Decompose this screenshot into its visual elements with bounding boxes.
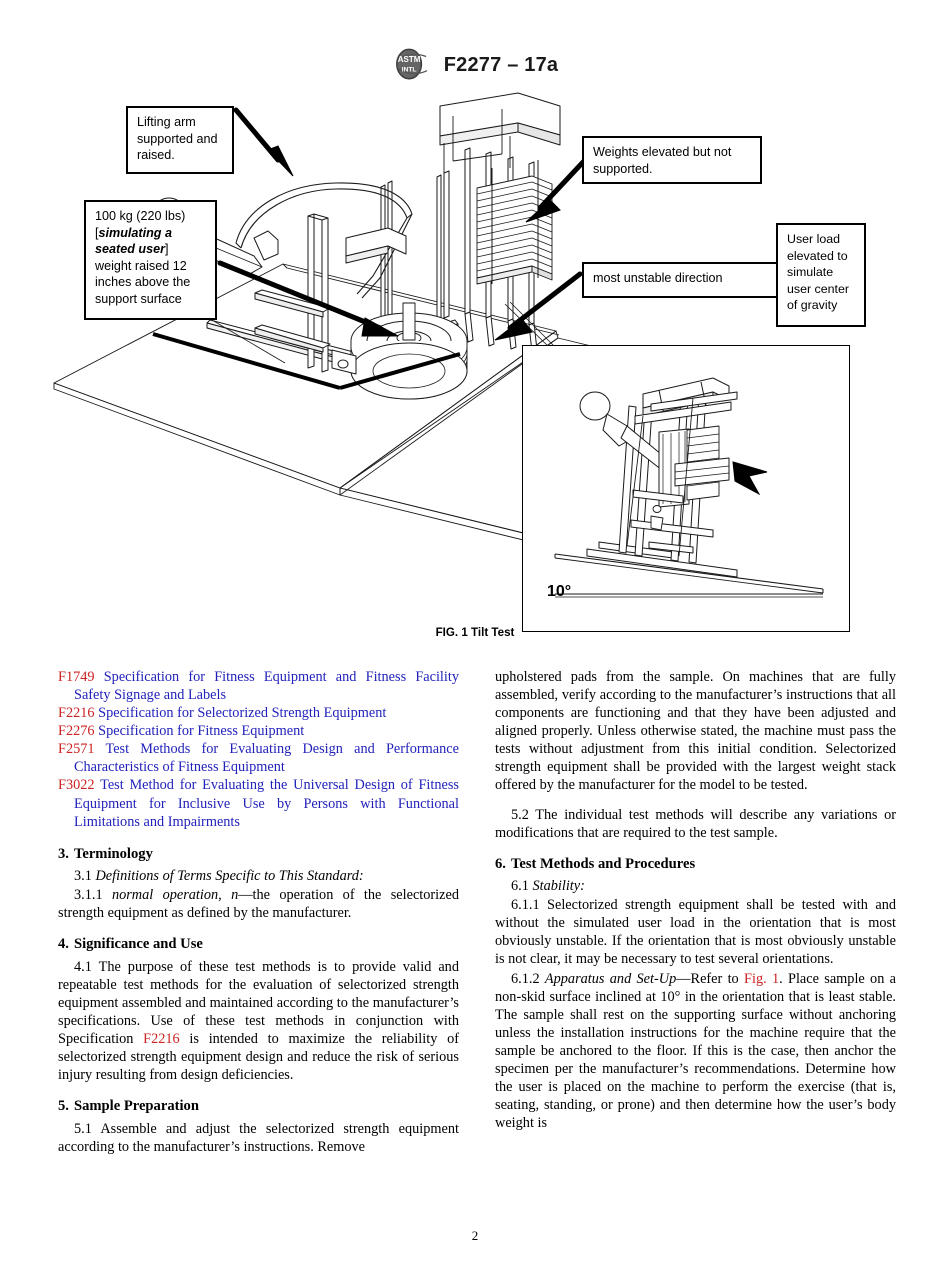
paragraph-number: 5.2 bbox=[511, 806, 529, 823]
reference-title[interactable]: Test Method for Evaluating the Universal… bbox=[74, 777, 459, 830]
svg-text:INTL: INTL bbox=[402, 67, 417, 74]
reference-id[interactable]: F3022 bbox=[58, 777, 95, 794]
reference-item[interactable]: F2571 Test Methods for Evaluating Design… bbox=[58, 740, 459, 776]
svg-text:ASTM: ASTM bbox=[397, 55, 420, 64]
paragraph-text: The individual test methods will describ… bbox=[495, 806, 896, 841]
inline-figure-link[interactable]: Fig. 1 bbox=[744, 970, 780, 987]
page-number: 2 bbox=[471, 1228, 479, 1243]
figure-tilt-test: 10° Lifting arm supported and raised. 10… bbox=[40, 88, 910, 648]
paragraph-text: Selectorized strength equipment shall be… bbox=[495, 897, 896, 968]
figure-caption: FIG. 1 Tilt Test bbox=[435, 626, 515, 639]
callout-weights-elevated: Weights elevated but not supported. bbox=[582, 136, 762, 184]
reference-item[interactable]: F1749 Specification for Fitness Equipmen… bbox=[58, 668, 459, 704]
paragraph-text: —the operation of the selectorized stren… bbox=[58, 887, 459, 922]
body-columns: F1749 Specification for Fitness Equipmen… bbox=[58, 668, 896, 1156]
paragraph-text-part1: The purpose of these test methods is to … bbox=[58, 958, 459, 1048]
callout-weight-load-emphasis: simulating a seated user bbox=[95, 225, 172, 257]
right-column: upholstered pads from the sample. On mac… bbox=[495, 668, 896, 1156]
paragraph-italic: Definitions of Terms Specific to This St… bbox=[95, 868, 364, 885]
paragraph-text-part2: . Place sample on a non-skid surface inc… bbox=[495, 970, 897, 1132]
paragraph-3-1-1: 3.1.1 normal operation, n—the operation … bbox=[58, 886, 459, 922]
astm-logo: ASTM INTL bbox=[395, 48, 428, 80]
reference-item[interactable]: F3022 Test Method for Evaluating the Uni… bbox=[58, 776, 459, 830]
paragraph-italic: Stability: bbox=[532, 878, 585, 895]
reference-title[interactable]: Specification for Selectorized Strength … bbox=[98, 705, 387, 722]
paragraph-number: 6.1.2 bbox=[511, 970, 540, 987]
inline-reference-link[interactable]: F2216 bbox=[143, 1031, 180, 1048]
section-title: Sample Preparation bbox=[73, 1098, 199, 1115]
section-number: 5. bbox=[58, 1098, 69, 1115]
paragraph-5-1: 5.1 Assemble and adjust the selectorized… bbox=[58, 1120, 459, 1156]
paragraph-3-1: 3.1 Definitions of Terms Specific to Thi… bbox=[58, 867, 459, 885]
paragraph-text: Assemble and adjust the selectorized str… bbox=[58, 1120, 459, 1155]
paragraph-6-1: 6.1 Stability: bbox=[495, 877, 896, 895]
callout-weight-load: 100 kg (220 lbs) [simulating a seated us… bbox=[84, 200, 217, 320]
paragraph-5-2: 5.2 The individual test methods will des… bbox=[495, 806, 896, 842]
callout-bracket-close: ] bbox=[165, 242, 169, 257]
section-heading-sample-preparation: 5.Sample Preparation bbox=[58, 1097, 459, 1115]
section-heading-test-methods: 6.Test Methods and Procedures bbox=[495, 855, 896, 873]
figure-illustration bbox=[40, 88, 910, 648]
page-header: ASTM INTL F2277 – 17a bbox=[0, 48, 950, 82]
reference-id[interactable]: F2276 bbox=[58, 723, 95, 740]
paragraph-4-1: 4.1 The purpose of these test methods is… bbox=[58, 958, 459, 1085]
paragraph-6-1-1: 6.1.1 Selectorized strength equipment sh… bbox=[495, 896, 896, 968]
callout-bracket-open: [ bbox=[95, 225, 99, 240]
paragraph-text-part2: is intended to maximize the reliability … bbox=[58, 1031, 459, 1084]
paragraph-6-1-2: 6.1.2 Apparatus and Set-Up—Refer to Fig.… bbox=[495, 970, 896, 1133]
inset-angle-label: 10° bbox=[547, 583, 572, 600]
reference-title[interactable]: Test Methods for Evaluating Design and P… bbox=[74, 741, 459, 776]
left-column: F1749 Specification for Fitness Equipmen… bbox=[58, 668, 459, 1156]
reference-id[interactable]: F2571 bbox=[58, 741, 95, 758]
paragraph-number: 5.1 bbox=[74, 1120, 92, 1137]
reference-title[interactable]: Specification for Fitness Equipment and … bbox=[74, 669, 460, 704]
reference-id[interactable]: F1749 bbox=[58, 669, 95, 685]
callout-lifting-arm: Lifting arm supported and raised. bbox=[126, 106, 234, 174]
reference-item[interactable]: F2276 Specification for Fitness Equipmen… bbox=[58, 722, 459, 740]
reference-title[interactable]: Specification for Fitness Equipment bbox=[98, 723, 305, 740]
term-italic: normal operation, n bbox=[111, 887, 239, 904]
section-title: Test Methods and Procedures bbox=[510, 855, 696, 872]
callout-weight-load-line1: 100 kg (220 lbs) bbox=[95, 209, 186, 223]
section-number: 4. bbox=[58, 936, 69, 953]
paragraph-number: 3.1.1 bbox=[74, 887, 103, 904]
paragraph-text-part1: —Refer to bbox=[676, 970, 745, 987]
callout-weight-load-rest: weight raised 12 inches above the suppor… bbox=[95, 258, 191, 307]
reference-id[interactable]: F2216 bbox=[58, 705, 95, 722]
section-title: Terminology bbox=[73, 845, 153, 862]
paragraph-5-1-continued: upholstered pads from the sample. On mac… bbox=[495, 669, 896, 794]
referenced-documents-list: F1749 Specification for Fitness Equipmen… bbox=[58, 668, 459, 831]
callout-most-unstable-direction: most unstable direction bbox=[582, 262, 792, 298]
paragraph-number: 4.1 bbox=[74, 958, 92, 975]
reference-item[interactable]: F2216 Specification for Selectorized Str… bbox=[58, 704, 459, 722]
section-number: 6. bbox=[495, 855, 506, 872]
paragraph-italic: Apparatus and Set-Up bbox=[544, 970, 677, 987]
section-heading-terminology: 3.Terminology bbox=[58, 845, 459, 863]
callout-user-load: User load elevated to simulate user cent… bbox=[776, 223, 866, 327]
paragraph-number: 6.1.1 bbox=[511, 897, 540, 914]
section-title: Significance and Use bbox=[73, 936, 203, 953]
section-heading-significance: 4.Significance and Use bbox=[58, 935, 459, 953]
section-number: 3. bbox=[58, 845, 69, 862]
paragraph-number: 3.1 bbox=[74, 868, 92, 885]
document-designation: F2277 – 17a bbox=[443, 53, 559, 76]
figure-inset-tilted-view: 10° bbox=[522, 345, 850, 632]
paragraph-number: 6.1 bbox=[511, 878, 529, 895]
